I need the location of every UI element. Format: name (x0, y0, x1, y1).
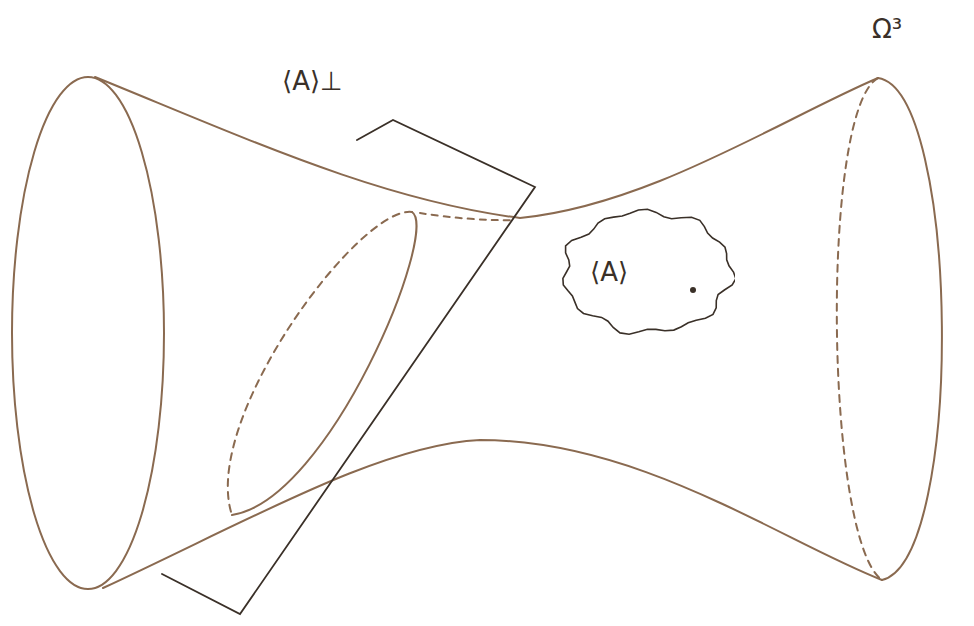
region-label: ⟨A⟩ (590, 257, 628, 287)
plane-label: ⟨A⟩⊥ (282, 66, 343, 96)
bottom-silhouette (103, 440, 882, 588)
section-back (228, 212, 412, 515)
plane-outline (162, 120, 535, 614)
subspace-region: ⟨A⟩ (560, 208, 735, 336)
section-front (232, 212, 416, 515)
point-dot (690, 287, 696, 293)
left-end-ellipse (12, 77, 164, 589)
right-end-front (878, 78, 942, 580)
waist-dash (420, 213, 515, 220)
space-label: Ω³ (872, 14, 902, 44)
region-outline (560, 208, 735, 336)
top-silhouette (95, 77, 878, 218)
right-end-back (837, 78, 882, 580)
